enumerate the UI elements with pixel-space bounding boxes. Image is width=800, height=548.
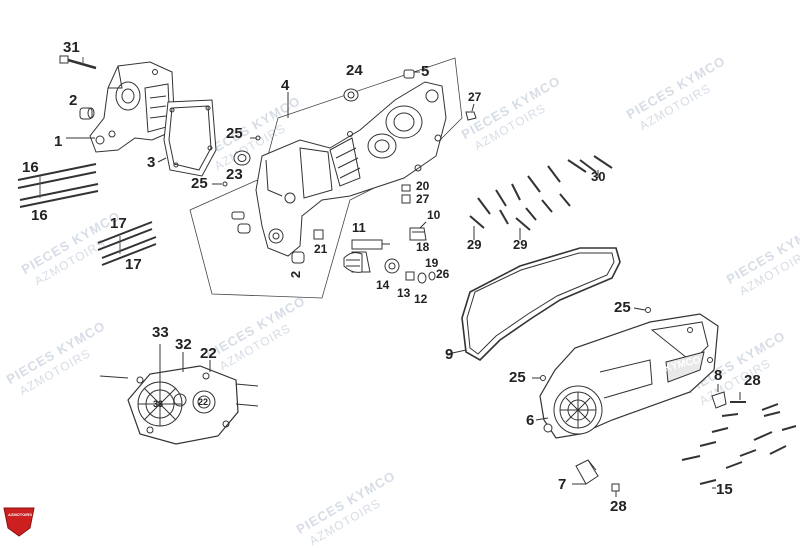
callout-22: 22 [200, 345, 217, 362]
callout-28b: 28 [610, 498, 627, 515]
callout-7: 7 [558, 476, 567, 493]
clip-7 [575, 459, 599, 485]
callout-28a: 28 [744, 372, 761, 389]
callout-23: 23 [226, 166, 243, 183]
callout-25d: 25 [509, 369, 526, 386]
callout-17a: 17 [110, 215, 127, 232]
callout-2b: 2 [288, 270, 304, 279]
callout-25b: 25 [191, 175, 208, 192]
callout-3: 3 [147, 154, 156, 171]
gasket-3 [163, 99, 217, 177]
studs-16 [17, 163, 99, 208]
crankcase-outline [189, 57, 463, 299]
callout-26: 26 [436, 267, 450, 281]
callout-15: 15 [716, 481, 733, 498]
bolt-28b [611, 483, 620, 497]
housing-1 [89, 61, 176, 153]
callout-1: 1 [54, 133, 63, 150]
callout-29b: 29 [513, 237, 528, 252]
studs-17 [97, 221, 157, 266]
washer-2a [79, 107, 95, 120]
callout-19: 19 [425, 256, 439, 270]
callout-16a: 16 [22, 159, 39, 176]
callout-16b: 16 [31, 207, 48, 224]
part-5 [403, 69, 415, 79]
dowel-pins [231, 211, 251, 234]
cover-6 [539, 313, 719, 439]
fitting-27a [465, 111, 477, 121]
callout-33: 33 [152, 324, 169, 341]
callout-17b: 17 [125, 256, 142, 273]
callout-21: 21 [314, 242, 328, 256]
callout-20: 20 [416, 179, 430, 193]
callout-25a: 25 [226, 125, 243, 142]
crankcase-4 [255, 81, 447, 257]
spring-10 [409, 227, 427, 241]
callout-32: 32 [175, 336, 192, 353]
callout-10: 10 [427, 208, 441, 222]
lower-left-case [99, 365, 259, 445]
callout-12: 12 [414, 292, 428, 306]
gear-label-left: 33 [153, 399, 164, 409]
callout-31: 31 [63, 39, 80, 56]
small-parts [405, 271, 436, 284]
callout-29a: 29 [467, 237, 482, 252]
callout-6: 6 [526, 412, 535, 429]
part-21 [313, 229, 324, 240]
bolts-15-28 [681, 401, 797, 485]
callout-18: 18 [416, 240, 430, 254]
gear-label-right: 22 [198, 397, 209, 407]
callout-27a: 27 [468, 90, 482, 104]
washer-2b [291, 251, 305, 264]
callout-30: 30 [591, 169, 606, 184]
kickstart-11 [343, 239, 390, 273]
bolts-29-30 [469, 155, 613, 231]
callout-24: 24 [346, 62, 363, 79]
logo-badge [3, 507, 35, 537]
seal-24 [343, 88, 359, 102]
bolt-31 [59, 55, 97, 70]
callout-5: 5 [421, 63, 430, 80]
callout-11: 11 [352, 220, 366, 235]
callout-9: 9 [445, 346, 454, 363]
callout-13: 13 [397, 286, 411, 300]
bracket-8 [711, 391, 727, 409]
seal-23 [233, 150, 251, 166]
logo-text: AZMOTOIRS [8, 512, 32, 517]
callout-25c: 25 [614, 299, 631, 316]
callout-14: 14 [376, 278, 390, 292]
callout-2a: 2 [69, 92, 78, 109]
callout-8: 8 [714, 367, 723, 384]
gear-14 [384, 258, 400, 274]
callout-27b: 27 [416, 192, 430, 206]
fitting-20 [401, 184, 411, 204]
callout-4: 4 [281, 77, 290, 94]
